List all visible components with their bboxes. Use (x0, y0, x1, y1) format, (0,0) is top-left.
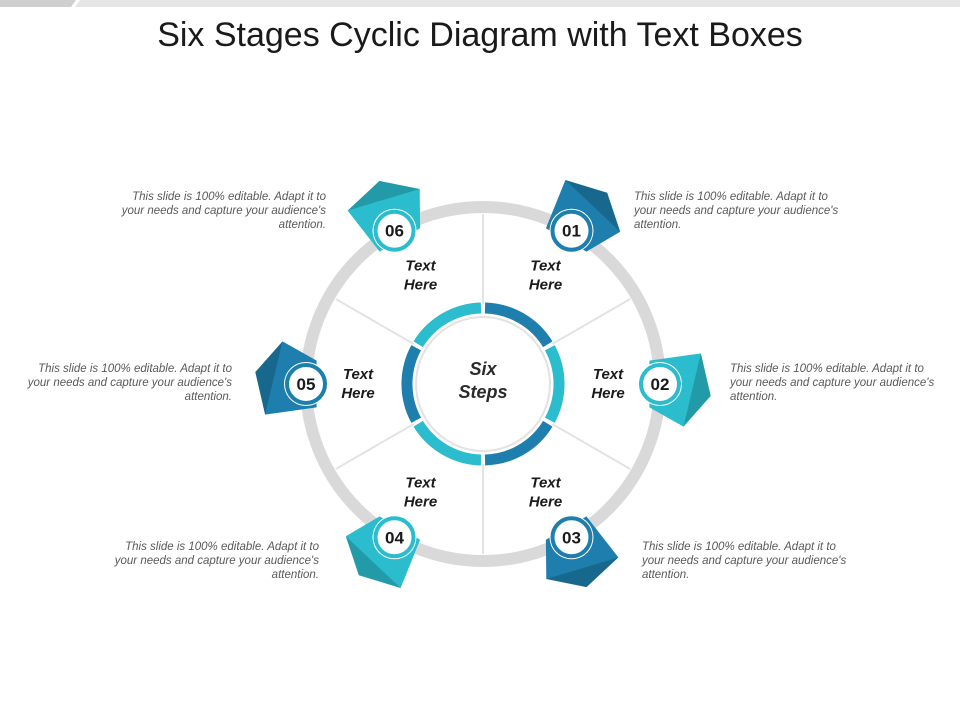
stage-badge-06: 06 (372, 208, 417, 253)
stage-description-01: This slide is 100% editable. Adapt it to… (634, 191, 839, 231)
segment-label-06-line1: Text (405, 258, 436, 275)
stage-description-05: This slide is 100% editable. Adapt it to… (27, 363, 232, 403)
stage-badge-01: 01 (549, 208, 594, 253)
inner-arc-stage-02 (544, 345, 565, 423)
page-title: Six Stages Cyclic Diagram with Text Boxe… (157, 16, 803, 54)
segment-divider (335, 298, 415, 345)
segment-label-01-line1: Text (530, 258, 561, 275)
stage-badge-02: 02 (638, 362, 682, 406)
stage-number-06: 06 (385, 222, 404, 241)
stage-description-02: This slide is 100% editable. Adapt it to… (730, 363, 935, 403)
stage-number-01: 01 (562, 222, 581, 241)
inner-arc-stage-03 (484, 420, 553, 466)
segment-label-02-line2: Here (591, 385, 624, 402)
stage-description-04: This slide is 100% editable. Adapt it to… (114, 541, 319, 581)
segment-divider (551, 298, 631, 345)
stage-description-06: This slide is 100% editable. Adapt it to… (121, 191, 326, 231)
center-label-line1: Six (469, 359, 497, 379)
top-decoration (0, 0, 960, 7)
segment-divider (551, 423, 631, 470)
segment-label-04-line1: Text (405, 474, 436, 491)
center-label-line2: Steps (458, 382, 507, 402)
segment-label-05-line1: Text (343, 366, 374, 383)
segment-label-03-line1: Text (530, 474, 561, 491)
segment-label-04-line2: Here (404, 493, 437, 510)
center-core (415, 316, 551, 452)
inner-arc-stage-05 (401, 345, 422, 423)
segment-label-05-line2: Here (341, 385, 374, 402)
segment-divider (335, 423, 415, 470)
stage-number-03: 03 (562, 528, 581, 547)
stage-badge-05: 05 (284, 362, 328, 406)
segment-label-01-line2: Here (529, 277, 562, 294)
segment-label-06-line2: Here (404, 277, 437, 294)
inner-arc-stage-04 (413, 420, 482, 466)
inner-arc-stage-06 (413, 302, 482, 348)
stage-description-03: This slide is 100% editable. Adapt it to… (642, 541, 847, 581)
segment-label-03-line2: Here (529, 493, 562, 510)
stage-badge-03: 03 (549, 515, 594, 560)
stage-number-04: 04 (385, 528, 404, 547)
segment-label-02-line1: Text (593, 366, 624, 383)
stage-badge-04: 04 (372, 515, 417, 560)
stage-number-05: 05 (297, 375, 316, 394)
inner-arc-stage-01 (484, 302, 553, 348)
stage-number-02: 02 (651, 375, 670, 394)
